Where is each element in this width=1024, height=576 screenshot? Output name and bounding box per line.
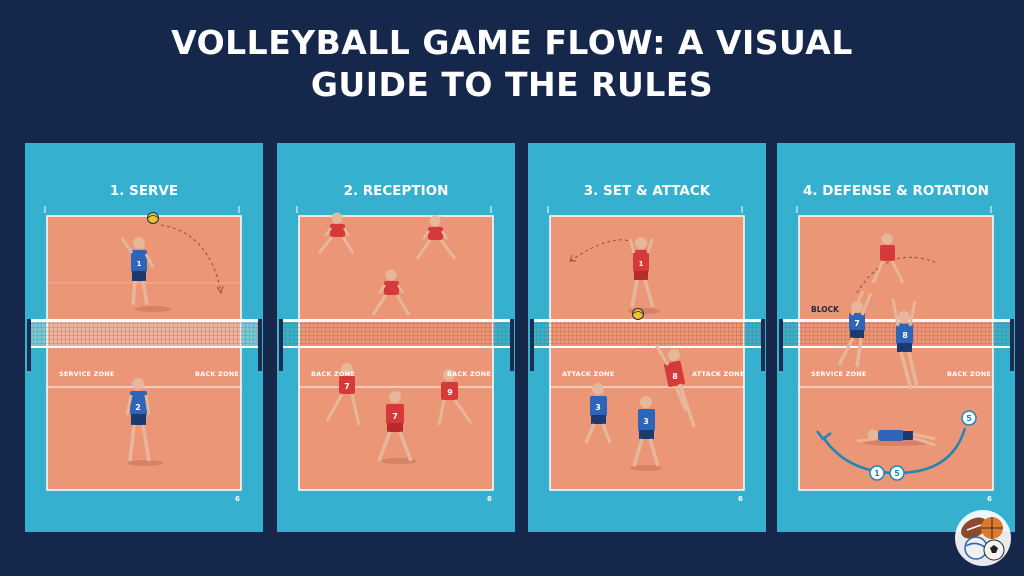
player-red <box>317 212 355 254</box>
player-blue-2: 2 <box>125 378 163 466</box>
panel-set-attack: 3. SET & ATTACK <box>528 143 766 532</box>
player-blue-1: 1 <box>120 237 171 312</box>
player-blue-7: 7 <box>837 290 873 368</box>
player-blue-3: 3 <box>584 383 612 444</box>
rotation-marker-text: 5 <box>894 469 900 478</box>
svg-text:7: 7 <box>854 319 860 328</box>
ball <box>147 212 159 224</box>
block-label: BLOCK <box>811 305 839 314</box>
net <box>27 319 262 371</box>
court <box>296 206 494 491</box>
court-diagram: 7 7 9 <box>279 206 514 491</box>
page-title-line-2: GUIDE TO THE RULES <box>310 65 714 104</box>
panel-heading: 2. RECEPTION <box>343 183 449 199</box>
svg-text:8: 8 <box>902 331 908 340</box>
player-red <box>415 215 457 260</box>
rotation-marker-text: 5 <box>966 414 972 423</box>
zone-label-left: ATTACK ZONE <box>562 370 615 378</box>
set-trajectory <box>569 239 631 262</box>
rotation-marker: 5 <box>961 410 977 426</box>
player-red <box>371 269 411 316</box>
player-red-8: 8 <box>654 344 696 428</box>
panel-heading: 1. SERVE <box>109 183 179 199</box>
zone-label-right: ATTACK ZONE <box>692 370 745 378</box>
svg-text:7: 7 <box>344 382 350 391</box>
corner-number: 6 <box>738 495 743 503</box>
rotation-marker: 1 <box>869 465 885 481</box>
corner-number: 6 <box>987 495 992 503</box>
zone-label-right: BACK ZONE <box>447 370 491 378</box>
court-diagram: 7 8 <box>779 206 1014 491</box>
player-red <box>871 233 905 284</box>
net <box>530 319 765 371</box>
player-red-9: 9 <box>437 369 473 426</box>
player-blue-8: 8 <box>891 298 919 390</box>
player-blue-3: 3 <box>630 396 662 471</box>
panel-serve: 1. SERVE <box>25 143 263 532</box>
zone-label-left: SERVICE ZONE <box>811 370 867 378</box>
corner-number: 6 <box>487 495 492 503</box>
svg-text:8: 8 <box>672 372 678 381</box>
player-blue-diving <box>856 429 936 447</box>
svg-text:1: 1 <box>137 260 142 268</box>
zone-label-left: BACK ZONE <box>311 370 355 378</box>
court-diagram: 1 8 3 <box>530 206 765 491</box>
svg-text:1: 1 <box>639 260 644 268</box>
zone-label-left: SERVICE ZONE <box>59 370 115 378</box>
svg-text:7: 7 <box>392 412 398 421</box>
corner-number: 6 <box>235 495 240 503</box>
court-diagram: 1 2 <box>27 206 262 491</box>
panel-reception: 2. RECEPTION <box>277 143 515 532</box>
ball-trajectory <box>160 224 222 294</box>
player-red-7: 7 <box>377 391 417 464</box>
sports-balls-logo-icon <box>955 510 1011 566</box>
ball <box>632 308 644 320</box>
svg-text:9: 9 <box>447 388 453 397</box>
rotation-marker: 5 <box>889 465 905 481</box>
rotation-marker-text: 1 <box>874 469 880 478</box>
svg-text:3: 3 <box>643 417 649 426</box>
net <box>279 319 514 371</box>
player-red-7: 7 <box>325 363 361 426</box>
panel-heading: 3. SET & ATTACK <box>583 183 711 199</box>
zone-label-right: BACK ZONE <box>947 370 991 378</box>
panel-defense-rotation: 4. DEFENSE & ROTATION <box>777 143 1015 532</box>
page-title: VOLLEYBALL GAME FLOW: A VISUAL GUIDE TO … <box>0 22 1024 106</box>
svg-text:2: 2 <box>135 403 141 412</box>
panel-heading: 4. DEFENSE & ROTATION <box>803 183 989 199</box>
zone-label-right: BACK ZONE <box>195 370 239 378</box>
page-title-line-1: VOLLEYBALL GAME FLOW: A VISUAL <box>171 23 853 62</box>
svg-text:3: 3 <box>595 403 601 412</box>
